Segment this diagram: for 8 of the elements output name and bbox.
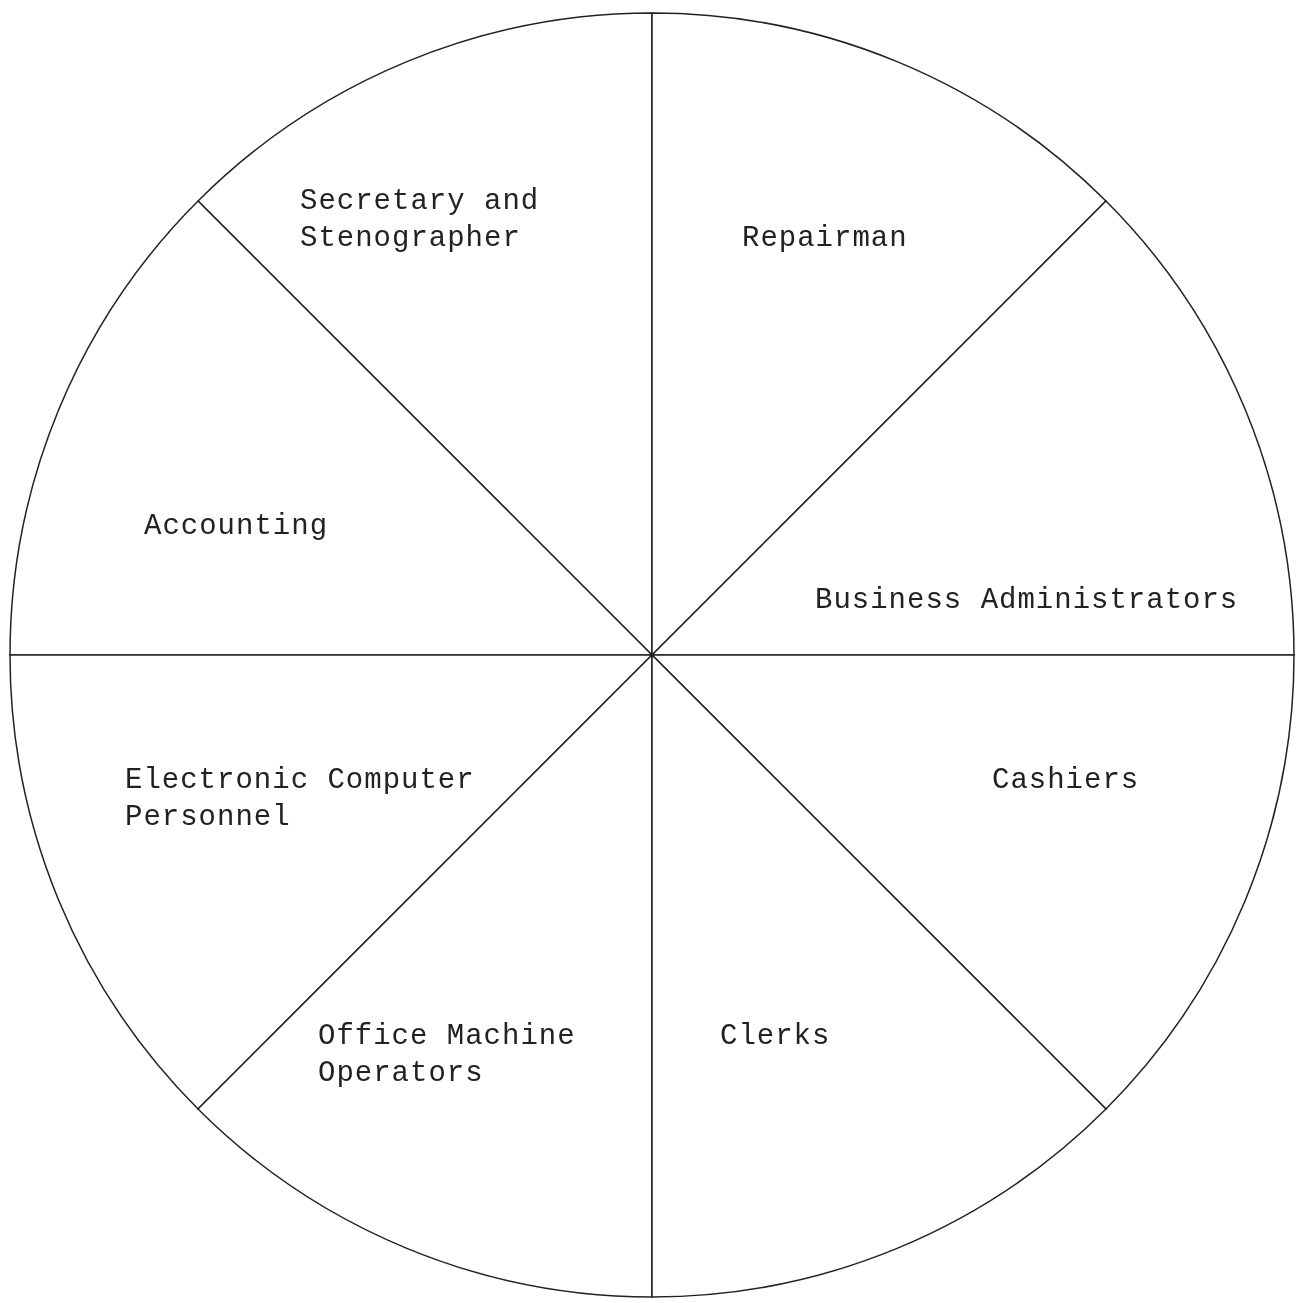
sector-label: Office Machine Operators (318, 1019, 577, 1092)
sector-label: Electronic Computer Personnel (125, 763, 476, 836)
sector-label: Repairman (742, 221, 909, 257)
sector-label: Clerks (720, 1019, 832, 1055)
sector-label: Accounting (144, 509, 330, 545)
sector-label: Cashiers (992, 763, 1141, 799)
sector-label: Secretary and Stenographer (300, 184, 541, 257)
sector-label: Business Administrators (815, 583, 1240, 619)
